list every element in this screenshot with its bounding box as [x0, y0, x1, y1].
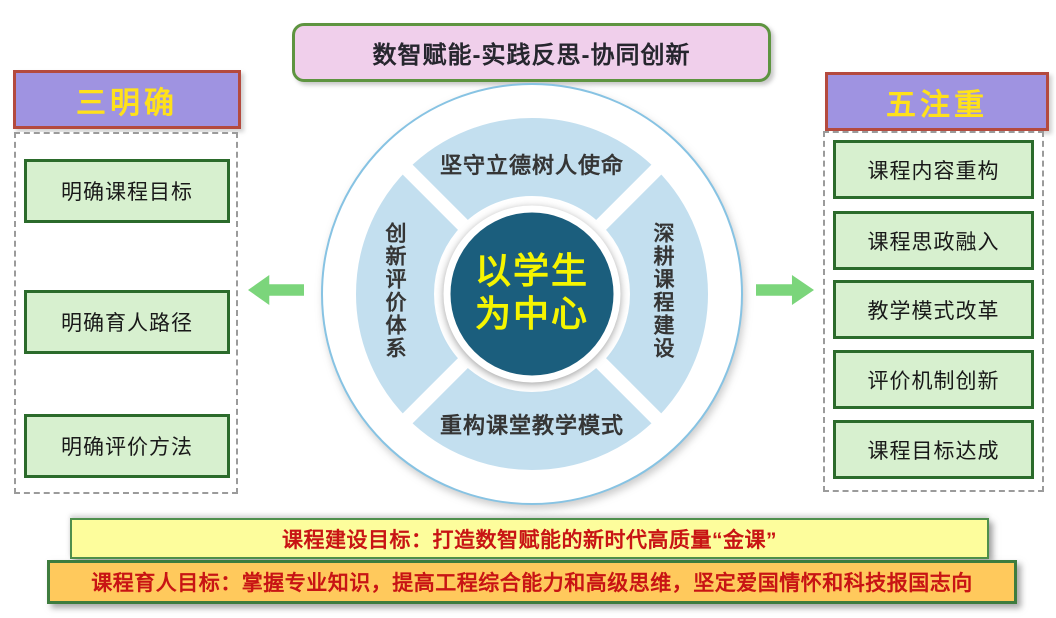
right-section-panel: 课程内容重构 课程思政融入 教学模式改革 评价机制创新 课程目标达成	[823, 131, 1044, 492]
top-banner: 数智赋能-实践反思-协同创新	[292, 23, 771, 82]
right-item-1: 课程内容重构	[833, 140, 1034, 199]
segment-ring	[356, 118, 708, 470]
right-item-4: 评价机制创新	[833, 350, 1034, 409]
left-item-1: 明确课程目标	[24, 159, 230, 223]
center-label: 以学生 为中心	[475, 249, 589, 335]
right-item-2-label: 课程思政融入	[867, 230, 1000, 254]
left-section-title: 三明确	[76, 86, 178, 120]
left-item-1-label: 明确课程目标	[61, 181, 193, 204]
left-item-3-label: 明确评价方法	[61, 436, 193, 459]
center-circle	[443, 205, 621, 383]
left-item-2: 明确育人路径	[24, 290, 230, 354]
ring-label-right: 深耕课程建设	[651, 222, 674, 360]
left-item-2-label: 明确育人路径	[61, 312, 193, 335]
ring-label-left: 创新评价体系	[383, 222, 406, 360]
circle-diagram	[321, 83, 743, 505]
right-item-2: 课程思政融入	[833, 211, 1034, 270]
course-education-goal-banner: 课程育人目标：掌握专业知识，提高工程综合能力和高级思维，坚定爱国情怀和科技报国志…	[47, 560, 1017, 604]
top-banner-label: 数智赋能-实践反思-协同创新	[372, 42, 691, 69]
right-item-5: 课程目标达成	[833, 420, 1034, 479]
course-education-goal-text: 课程育人目标：掌握专业知识，提高工程综合能力和高级思维，坚定爱国情怀和科技报国志…	[91, 572, 973, 595]
course-construction-goal-banner: 课程建设目标：打造数智赋能的新时代高质量“金课”	[70, 518, 989, 559]
right-item-1-label: 课程内容重构	[867, 159, 1000, 183]
left-section-panel: 明确课程目标 明确育人路径 明确评价方法	[14, 132, 238, 494]
right-section-header: 五注重	[825, 72, 1049, 131]
center-label-line2: 为中心	[474, 293, 590, 334]
left-arrow-icon	[248, 275, 304, 305]
right-item-3-label: 教学模式改革	[867, 299, 1000, 323]
ring-label-top: 坚守立德树人使命	[439, 153, 625, 178]
right-item-4-label: 评价机制创新	[867, 369, 1000, 393]
ring-label-bottom: 重构课堂教学模式	[439, 413, 625, 438]
right-section-title: 五注重	[886, 88, 988, 122]
left-item-3: 明确评价方法	[24, 414, 230, 478]
right-item-3: 教学模式改革	[833, 280, 1034, 339]
center-label-line1: 以学生	[474, 249, 590, 291]
course-construction-goal-text: 课程建设目标：打造数智赋能的新时代高质量“金课”	[282, 528, 777, 552]
right-arrow-icon	[756, 275, 814, 305]
right-item-5-label: 课程目标达成	[867, 439, 1000, 463]
left-section-header: 三明确	[13, 70, 241, 129]
